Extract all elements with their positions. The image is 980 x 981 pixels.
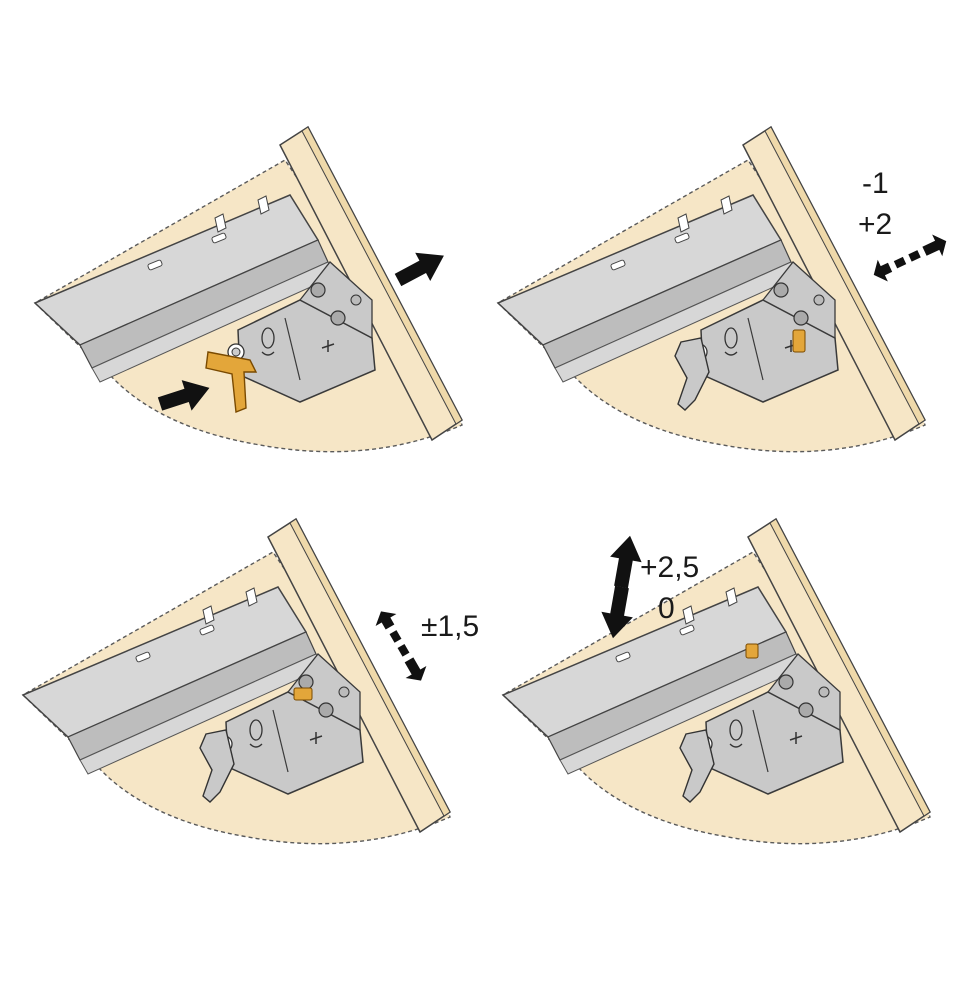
step-2-label-minus: -1 [862, 167, 889, 200]
step-4-label-plus: +2,5 [640, 551, 700, 584]
side-adjust-wheel [792, 329, 806, 353]
pull-out-arrow [390, 241, 452, 295]
height-adjust-wheel [293, 687, 313, 701]
step-2-side-adjust [497, 126, 952, 453]
step-3-height-adjust [22, 518, 451, 845]
step-4-tilt-adjust [502, 518, 931, 845]
step-2-label-plus: +2 [858, 208, 893, 241]
step-1-release [34, 126, 463, 453]
step-3-label: ±1,5 [421, 610, 480, 643]
step-4-label-zero: 0 [658, 592, 675, 625]
tilt-adjust-wheel [745, 643, 759, 659]
release-lever [205, 351, 258, 413]
